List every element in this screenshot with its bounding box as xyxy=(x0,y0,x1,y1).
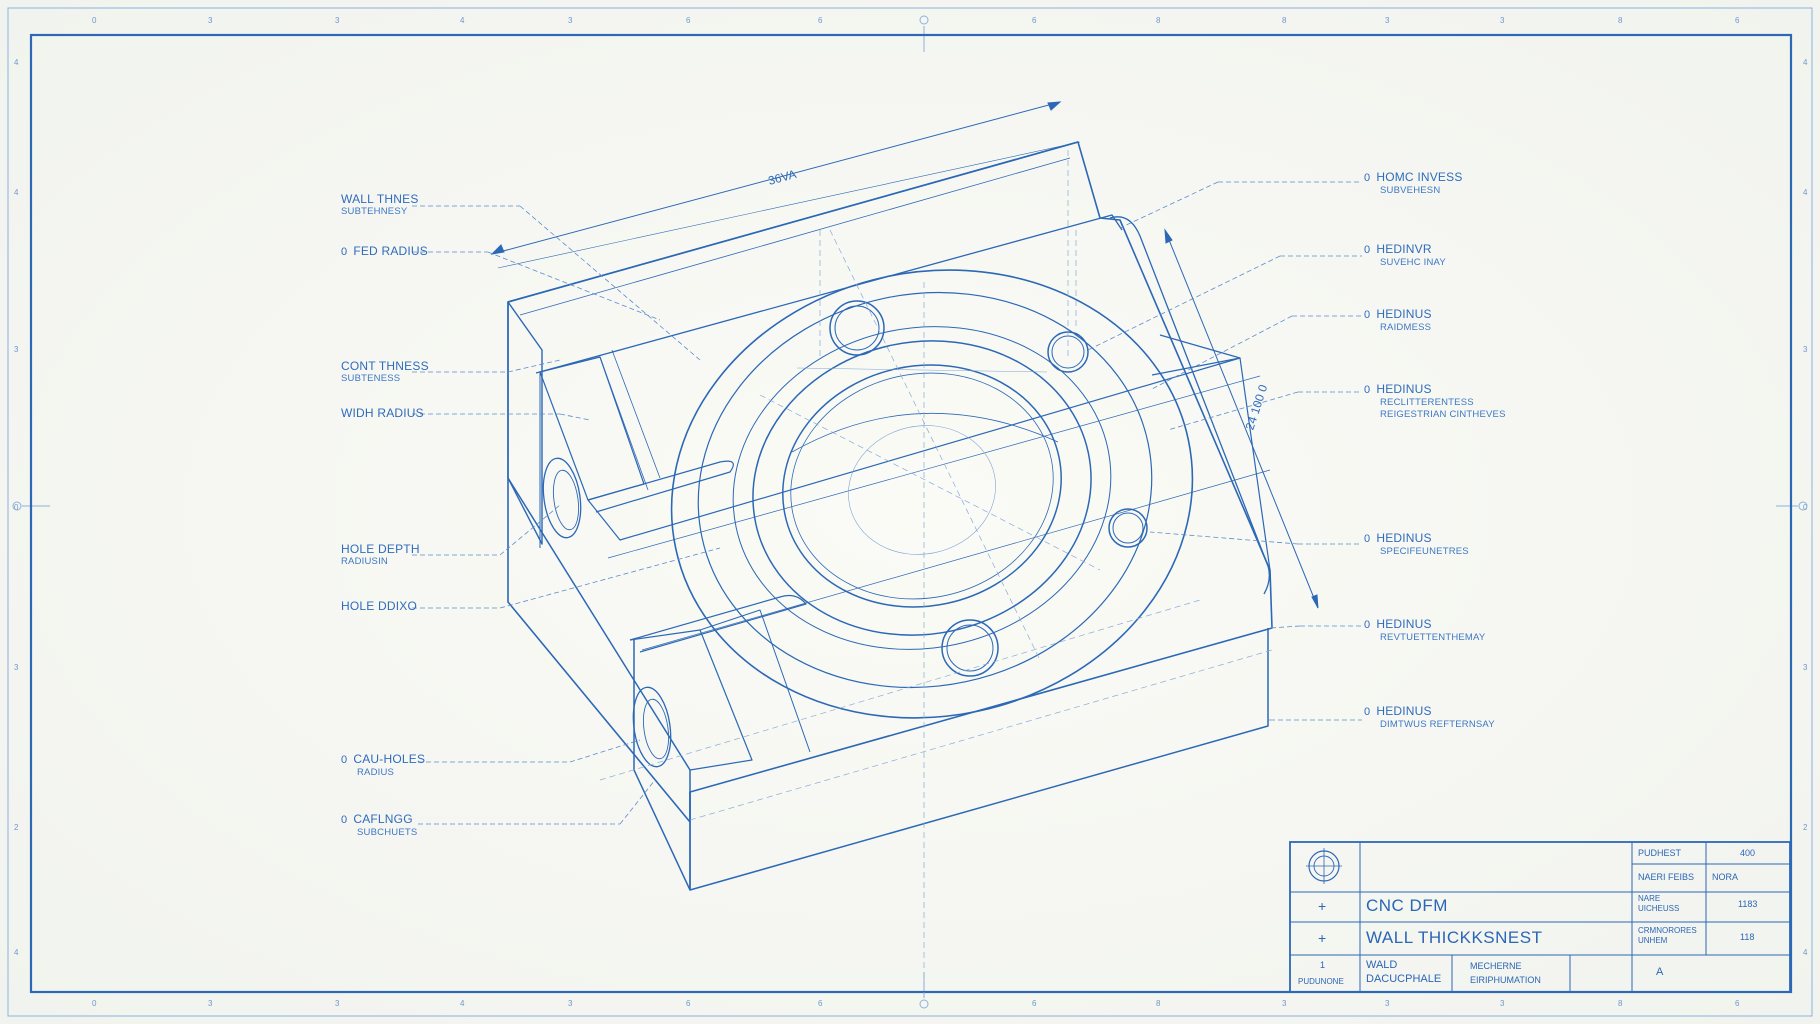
svg-text:3: 3 xyxy=(568,16,573,25)
svg-text:3: 3 xyxy=(14,663,19,672)
svg-text:3: 3 xyxy=(568,999,573,1008)
callout-left-3: CONT THNESS SUBTENESS xyxy=(341,359,429,385)
title-mark-2: + xyxy=(1318,930,1327,946)
svg-text:4: 4 xyxy=(1803,188,1808,197)
row2-label: NAERI FEIBS xyxy=(1638,872,1695,882)
title-line-2: WALL THICKKSNEST xyxy=(1366,928,1543,947)
svg-text:0: 0 xyxy=(92,999,97,1008)
svg-text:3: 3 xyxy=(1500,16,1505,25)
leaders-left xyxy=(412,205,721,825)
construction-lines xyxy=(599,150,1273,1000)
svg-text:3: 3 xyxy=(14,345,19,354)
title-line-1: CNC DFM xyxy=(1366,896,1448,915)
svg-text:3: 3 xyxy=(208,999,213,1008)
svg-text:6: 6 xyxy=(686,999,691,1008)
title-mark-1: + xyxy=(1318,898,1327,914)
callout-left-5: HOLE DEPTH RADIUSIN xyxy=(341,542,420,568)
callout-left-6: HOLE DDIXO xyxy=(341,599,418,613)
dimensions xyxy=(490,101,1319,609)
bolt-holes xyxy=(829,300,1148,677)
bottom-right: A xyxy=(1656,966,1664,978)
svg-text:0: 0 xyxy=(1803,503,1808,512)
svg-text:4: 4 xyxy=(14,188,19,197)
svg-text:8: 8 xyxy=(1156,16,1161,25)
svg-text:4: 4 xyxy=(1803,948,1808,957)
svg-text:3: 3 xyxy=(335,16,340,25)
sheet-border xyxy=(7,7,1813,1017)
svg-text:4: 4 xyxy=(460,16,465,25)
main-bore xyxy=(670,269,1194,719)
svg-text:8: 8 xyxy=(1618,16,1623,25)
svg-text:4: 4 xyxy=(14,948,19,957)
row1-label: PUDHEST xyxy=(1638,848,1682,858)
svg-text:0: 0 xyxy=(14,503,19,512)
svg-text:4: 4 xyxy=(14,58,19,67)
svg-text:3: 3 xyxy=(1282,999,1287,1008)
bottom-mid2-top: MECHERNE xyxy=(1470,961,1522,971)
row1-value: 400 xyxy=(1740,848,1756,858)
row4-label: CRMNORORES UNHEM xyxy=(1638,926,1697,945)
bottom-mid1-bottom: DACUCPHALE xyxy=(1366,973,1442,985)
svg-text:6: 6 xyxy=(686,16,691,25)
svg-text:6: 6 xyxy=(1735,999,1740,1008)
svg-text:8: 8 xyxy=(1282,16,1287,25)
leaders-right xyxy=(1087,181,1362,721)
svg-text:3: 3 xyxy=(208,16,213,25)
row4-value: 118 xyxy=(1740,932,1755,942)
svg-text:6: 6 xyxy=(1032,999,1037,1008)
svg-text:3: 3 xyxy=(1500,999,1505,1008)
callout-left-1: WALL THNES SUBTEHNESY xyxy=(341,192,419,218)
svg-text:8: 8 xyxy=(1156,999,1161,1008)
svg-text:6: 6 xyxy=(1032,16,1037,25)
title-block xyxy=(1289,841,1791,993)
part-block xyxy=(507,141,1273,891)
svg-text:3: 3 xyxy=(1385,999,1390,1008)
bottom-left-bottom: PUDUNONE xyxy=(1298,977,1344,986)
svg-text:4: 4 xyxy=(460,999,465,1008)
callout-left-4: WIDH RADIUS xyxy=(341,406,424,420)
svg-text:6: 6 xyxy=(1735,16,1740,25)
drawing-frame xyxy=(29,33,1793,994)
svg-text:3: 3 xyxy=(1803,663,1808,672)
row3-value: 1183 xyxy=(1738,899,1758,909)
row2-value: NORA xyxy=(1712,872,1739,882)
svg-text:8: 8 xyxy=(1618,999,1623,1008)
svg-text:6: 6 xyxy=(818,999,823,1008)
svg-text:6: 6 xyxy=(818,16,823,25)
svg-text:2: 2 xyxy=(1803,823,1808,832)
svg-text:3: 3 xyxy=(1803,345,1808,354)
svg-text:4: 4 xyxy=(1803,58,1808,67)
svg-text:3: 3 xyxy=(1385,16,1390,25)
bottom-mid2-bottom: EIRIPHUMATION xyxy=(1470,975,1541,985)
svg-text:3: 3 xyxy=(335,999,340,1008)
svg-text:0: 0 xyxy=(92,16,97,25)
bottom-left-top: 1 xyxy=(1320,960,1326,970)
zone-markers: 0 3 3 4 3 6 6 6 8 8 3 3 8 6 0 3 3 4 3 6 6 6 8 3 3 3 8 6 4 4 3 0… xyxy=(14,16,1808,1008)
row3-label: NARE UICHEUSS xyxy=(1638,894,1680,913)
bottom-mid1-top: WALD xyxy=(1366,959,1398,971)
svg-text:2: 2 xyxy=(14,823,19,832)
